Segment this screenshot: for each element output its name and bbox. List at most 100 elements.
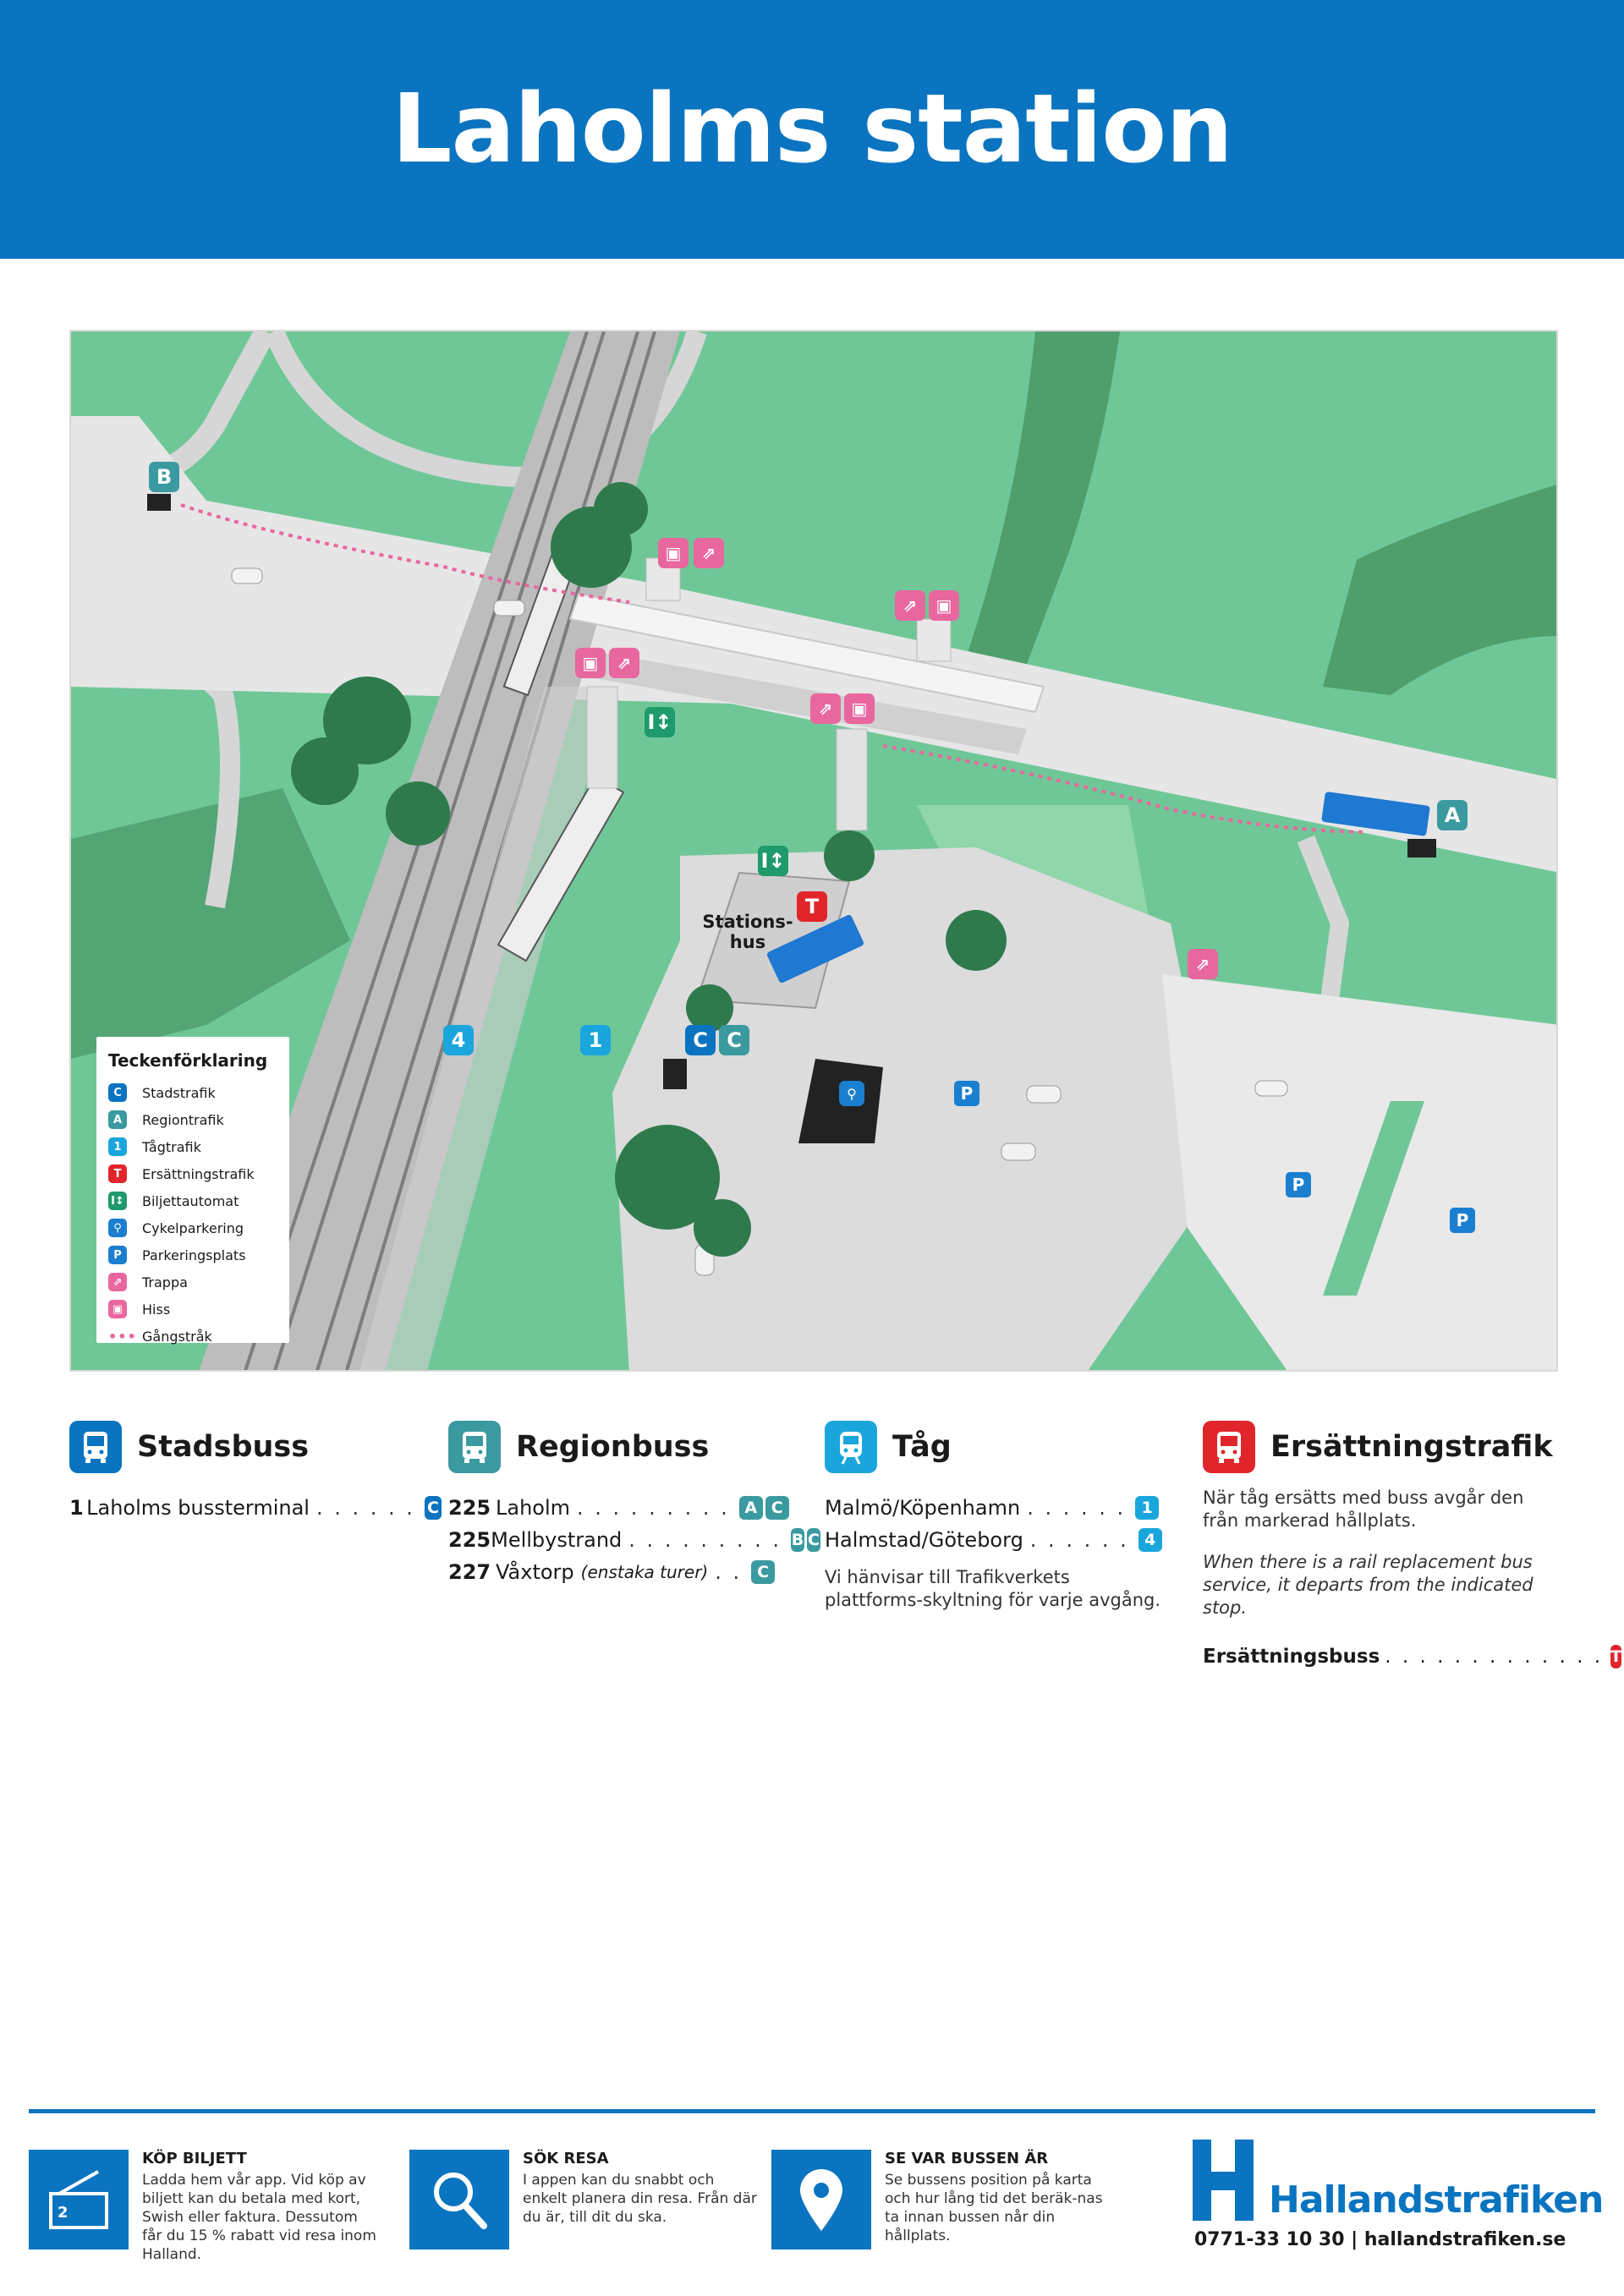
legend-swatch: P (108, 1246, 127, 1264)
track-marker-4: 4 (443, 1025, 474, 1055)
stairs-icon: ⇗ (609, 648, 639, 678)
stop-marker-c-stad: C (685, 1025, 716, 1055)
stop-tag: A (738, 1496, 763, 1520)
location-pin-icon (771, 2150, 871, 2249)
stairs-icon: ⇗ (1188, 949, 1218, 979)
legend-swatch: A (108, 1110, 127, 1129)
legend-label: Ersättningstrafik (142, 1165, 255, 1182)
route-number: 1 (69, 1496, 84, 1520)
stairs-icon: ⇗ (895, 590, 925, 621)
stop-tag: 4 (1138, 1528, 1162, 1552)
legend-label: Regiontrafik (142, 1111, 224, 1128)
search-trip-text: I appen kan du snabbt och enkelt planera… (523, 2172, 757, 2226)
legend-item: P Parkeringsplats (108, 1241, 277, 1269)
legend-swatch: ▣ (108, 1300, 127, 1318)
ersattning-line-label: Ersättningsbuss (1203, 1646, 1380, 1668)
legend-item: A Regiontrafik (108, 1106, 277, 1133)
legend-label: Trappa (142, 1274, 188, 1290)
route-number: 227 (448, 1560, 491, 1584)
ersattning-section: Ersättningstrafik När tåg ersätts med bu… (1203, 1419, 1622, 1669)
footer-divider (29, 2109, 1595, 2113)
stop-tag: C (424, 1496, 442, 1520)
parking-marker-1: P (954, 1081, 979, 1106)
station-map: B A C C T 4 1 I↕ I↕ P P P ⚲ ▣ ⇗ ⇗ ▣ ▣ ⇗ … (69, 330, 1558, 1372)
legend-swatch: 1 (108, 1137, 127, 1156)
route-number: 225 (448, 1496, 491, 1520)
legend-swatch: C (108, 1083, 127, 1102)
track-marker-1: 1 (580, 1025, 611, 1055)
elevator-icon: ▣ (844, 693, 875, 724)
legend-swatch: ⇗ (108, 1273, 127, 1291)
ticket-machine-marker-2: I↕ (758, 846, 788, 876)
elevator-icon: ▣ (658, 538, 689, 568)
contact-info: 0771-33 10 30 | hallandstrafiken.se (1194, 2229, 1566, 2250)
footer-search-trip: SÖK RESA I appen kan du snabbt och enkel… (409, 2150, 760, 2249)
legend-label: Hiss (142, 1301, 171, 1318)
legend-swatch: I↕ (108, 1192, 127, 1210)
route-line: Malmö/Köpenhamn. . . . . .1 (825, 1492, 1197, 1524)
legend-item: ⚲ Cykelparkering (108, 1214, 277, 1241)
page-header: Laholms station (0, 0, 1624, 259)
route-destination: Våxtorp (496, 1560, 574, 1584)
ersattning-tag: T (1610, 1645, 1622, 1669)
stop-tag: C (807, 1528, 820, 1552)
track-bus-title: SE VAR BUSSEN ÄR (885, 2150, 1049, 2167)
stairs-icon: ⇗ (694, 538, 724, 568)
hallandstrafiken-logo-icon (1193, 2140, 1254, 2221)
ersattning-note-en: When there is a rail replacement bus ser… (1203, 1552, 1533, 1618)
route-number: 225 (448, 1528, 491, 1552)
stop-tag: 1 (1135, 1496, 1160, 1520)
legend-label: Stadstrafik (142, 1084, 216, 1101)
regionbuss-title: Regionbuss (516, 1430, 710, 1464)
stop-tag: C (751, 1560, 776, 1584)
stop-tag: B (791, 1528, 804, 1552)
legend-label: Gångstråk (142, 1328, 212, 1345)
route-note: (enstaka turer) (580, 1562, 709, 1582)
ticket-icon: 2 (29, 2150, 129, 2249)
route-destination: Halmstad/Göteborg (825, 1528, 1023, 1552)
bus-icon (448, 1421, 501, 1473)
legend-item: C Stadstrafik (108, 1079, 277, 1106)
track-bus-text: Se bussens position på karta och hur lån… (885, 2172, 1103, 2244)
legend-label: Cykelparkering (142, 1219, 244, 1236)
legend-swatch: ⚲ (108, 1219, 127, 1237)
buy-ticket-title: KÖP BILJETT (142, 2150, 247, 2167)
route-line: Halmstad/Göteborg. . . . . .4 (825, 1524, 1197, 1556)
legend-label: Biljettautomat (142, 1192, 239, 1209)
stop-marker-a: A (1437, 800, 1468, 830)
brand-block: Hallandstrafiken 0771-33 10 30 | halland… (1181, 2136, 1604, 2255)
bus-icon (1203, 1421, 1255, 1473)
route-destination: Mellbystrand (491, 1528, 623, 1552)
stairs-icon: ⇗ (810, 693, 841, 724)
legend-item: ▣ Hiss (108, 1296, 277, 1323)
legend-label: Tågtrafik (142, 1138, 201, 1155)
stop-tag: C (765, 1496, 789, 1520)
search-trip-title: SÖK RESA (523, 2150, 609, 2167)
parking-marker-2: P (1286, 1172, 1311, 1197)
parking-marker-3: P (1450, 1208, 1475, 1233)
buy-ticket-text: Ladda hem vår app. Vid köp av biljett ka… (142, 2172, 376, 2263)
ersattning-line: Ersättningsbuss . . . . . . . . . . . . … (1203, 1645, 1622, 1669)
tag-title: Tåg (892, 1430, 952, 1464)
legend-label: Parkeringsplats (142, 1247, 246, 1263)
footer-track-bus: SE VAR BUSSEN ÄR Se bussens position på … (771, 2150, 1122, 2249)
page-title: Laholms station (392, 74, 1233, 184)
ticket-machine-marker: I↕ (645, 707, 675, 737)
route-destination: Laholms bussterminal (86, 1496, 310, 1520)
ersattning-note: När tåg ersätts med buss avgår den från … (1203, 1488, 1524, 1531)
legend-title: Teckenförklaring (108, 1050, 268, 1071)
tag-note: Vi hänvisar till Trafikverkets plattform… (825, 1567, 1161, 1610)
stop-marker-b: B (149, 462, 179, 492)
route-destination: Laholm (496, 1496, 571, 1520)
bus-icon (69, 1421, 122, 1473)
legend-item: I↕ Biljettautomat (108, 1187, 277, 1214)
ersattning-title: Ersättningstrafik (1270, 1430, 1553, 1464)
station-house-label: Stations- hus (702, 912, 793, 952)
